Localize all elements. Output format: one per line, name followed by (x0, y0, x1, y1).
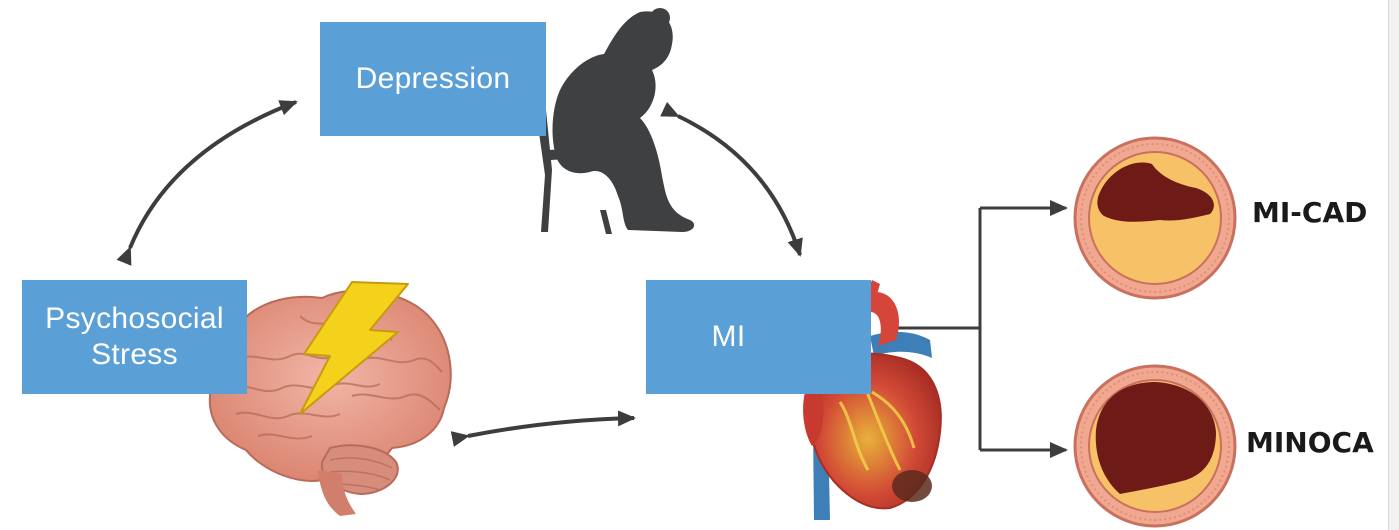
arrow-stress-mi (468, 418, 634, 436)
node-depression: Depression (320, 22, 546, 136)
arrow-depression-stress (130, 102, 296, 248)
node-mi: MI (646, 280, 871, 394)
right-edge-frame (1388, 0, 1399, 530)
node-mi-label: MI (712, 319, 746, 355)
outcome-label-minoca: MINOCA (1246, 426, 1374, 459)
node-depression-label: Depression (356, 61, 511, 97)
artery-cross-section-minoca-icon (1075, 366, 1235, 526)
node-psychosocial-stress: Psychosocial Stress (22, 280, 247, 394)
depressed-person-silhouette-icon (528, 8, 694, 234)
outcome-label-mi-cad: MI-CAD (1252, 196, 1367, 229)
artery-cross-section-mi-cad-icon (1075, 138, 1235, 298)
arrow-depression-mi (678, 116, 800, 255)
node-stress-label-line1: Psychosocial (45, 301, 224, 337)
node-stress-label-line2: Stress (91, 337, 178, 373)
